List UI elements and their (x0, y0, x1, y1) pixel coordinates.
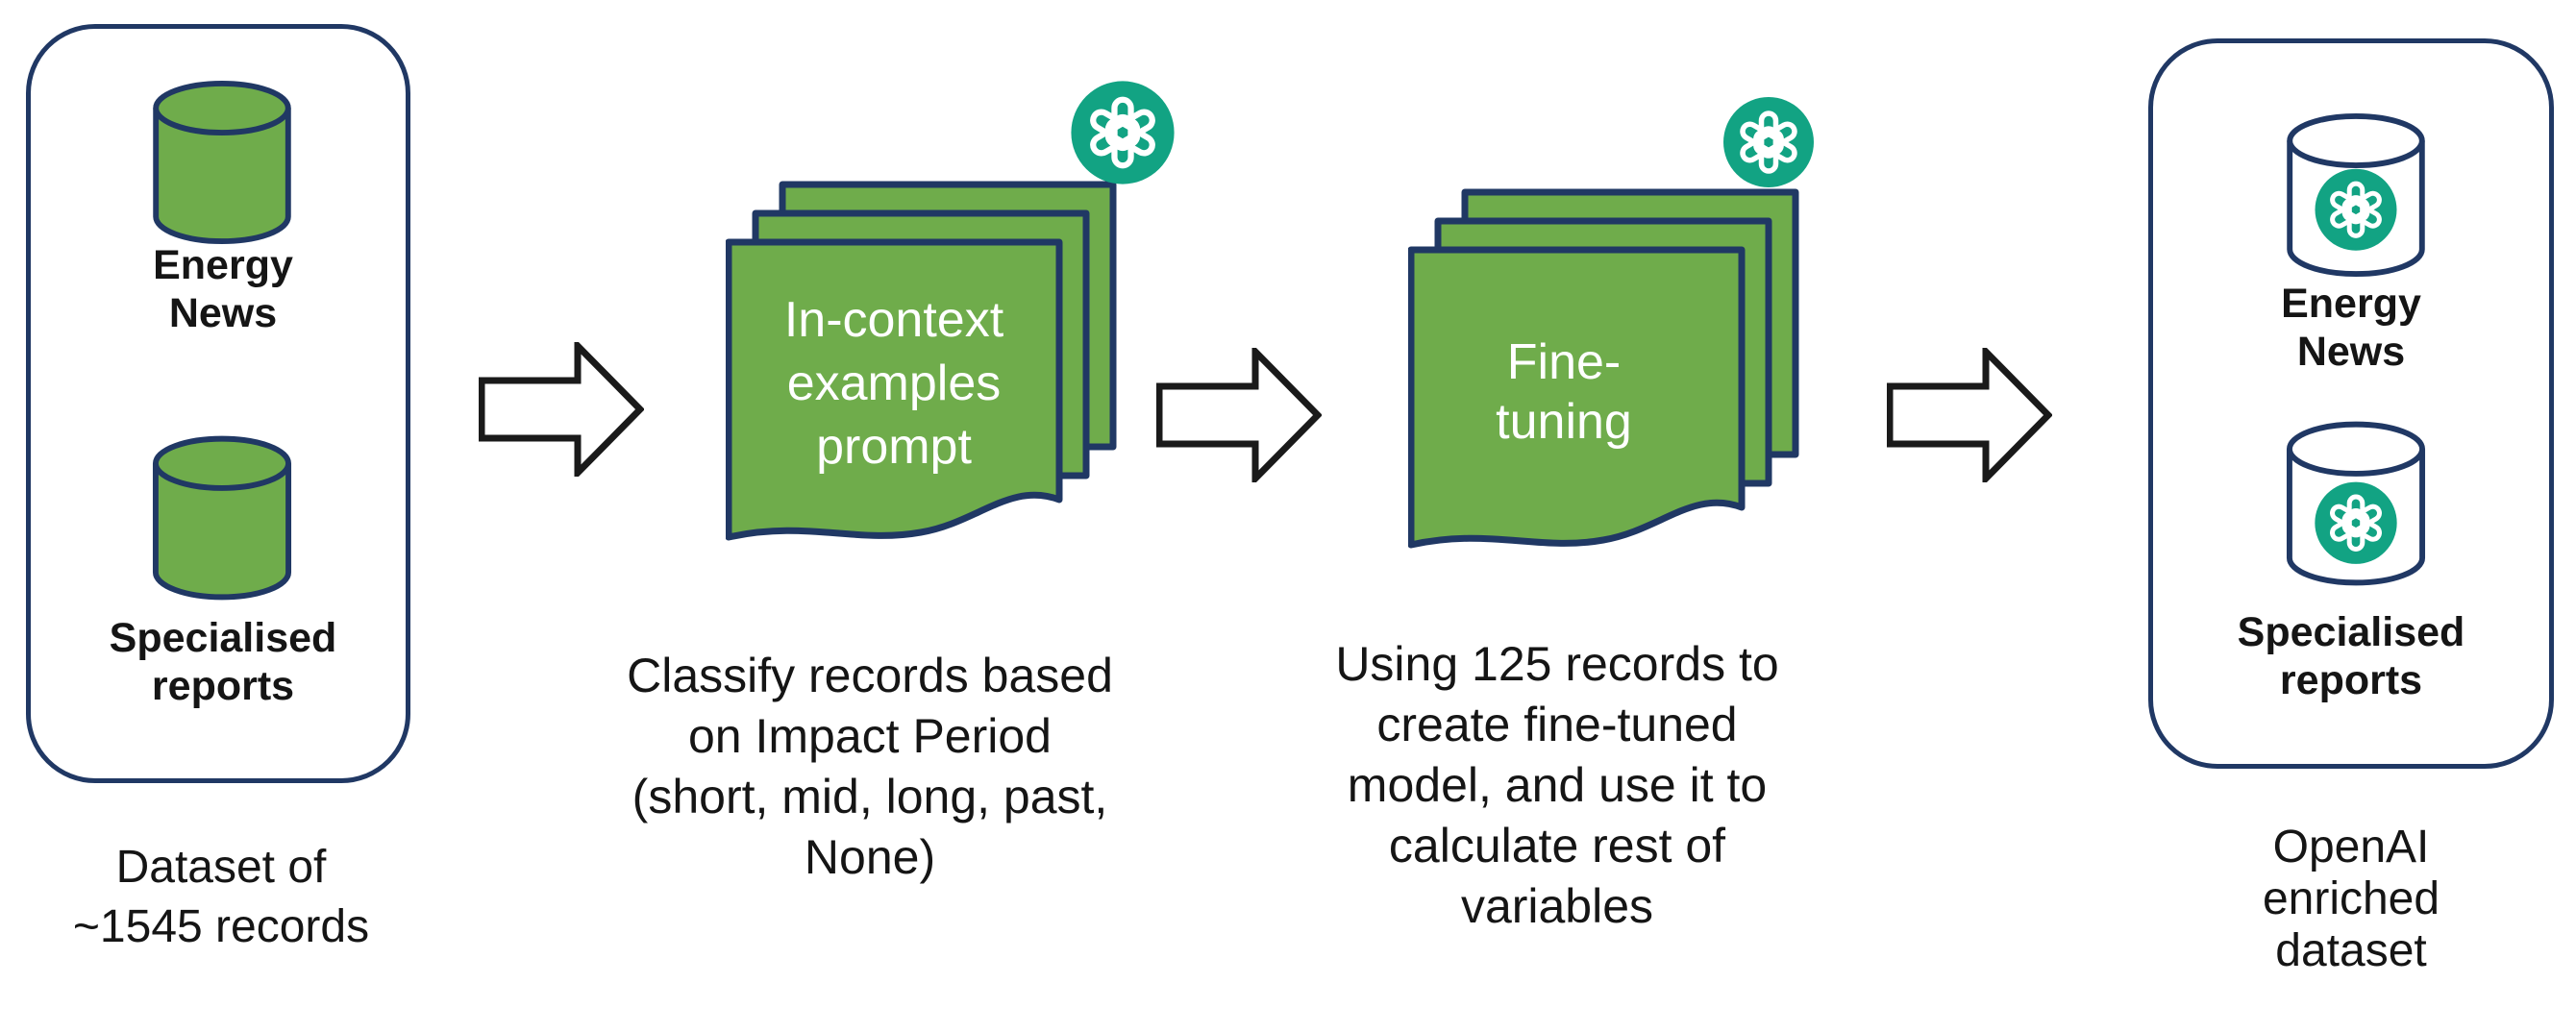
openai-logo-icon (1068, 78, 1177, 187)
database-icon (2285, 112, 2427, 278)
database-label: Energy News (153, 242, 293, 336)
enriched-dataset-caption: OpenAI enriched dataset (2262, 822, 2440, 976)
document-stack-title: Fine- tuning (1496, 334, 1632, 450)
finetune-stage: Fine- tuning (1408, 75, 1870, 555)
database-label: Specialised reports (109, 615, 337, 709)
openai-logo-icon (1721, 94, 1817, 190)
database-label: Energy News (2281, 281, 2421, 375)
incontext-caption: Classify records based on Impact Period … (627, 649, 1113, 884)
incontext-stage: In-context examples prompt (726, 67, 1187, 548)
flow-arrow-icon (1156, 348, 1322, 482)
database-icon (151, 432, 293, 603)
document-stack-title: In-context examples prompt (783, 292, 1004, 475)
openai-logo-icon (2315, 482, 2396, 564)
source-dataset-panel: Energy News Specialised reports (26, 24, 410, 783)
source-dataset-caption: Dataset of ~1545 records (72, 842, 370, 952)
database-icon (2285, 418, 2427, 589)
database-label: Specialised reports (2237, 609, 2465, 703)
flow-arrow-icon (479, 342, 644, 477)
database-icon (151, 80, 293, 245)
finetune-caption: Using 125 records to create fine-tuned m… (1335, 637, 1779, 933)
flow-arrow-icon (1887, 348, 2052, 482)
openai-logo-icon (2316, 169, 2397, 251)
enriched-dataset-panel: Energy News Specialised reports (2148, 38, 2554, 769)
